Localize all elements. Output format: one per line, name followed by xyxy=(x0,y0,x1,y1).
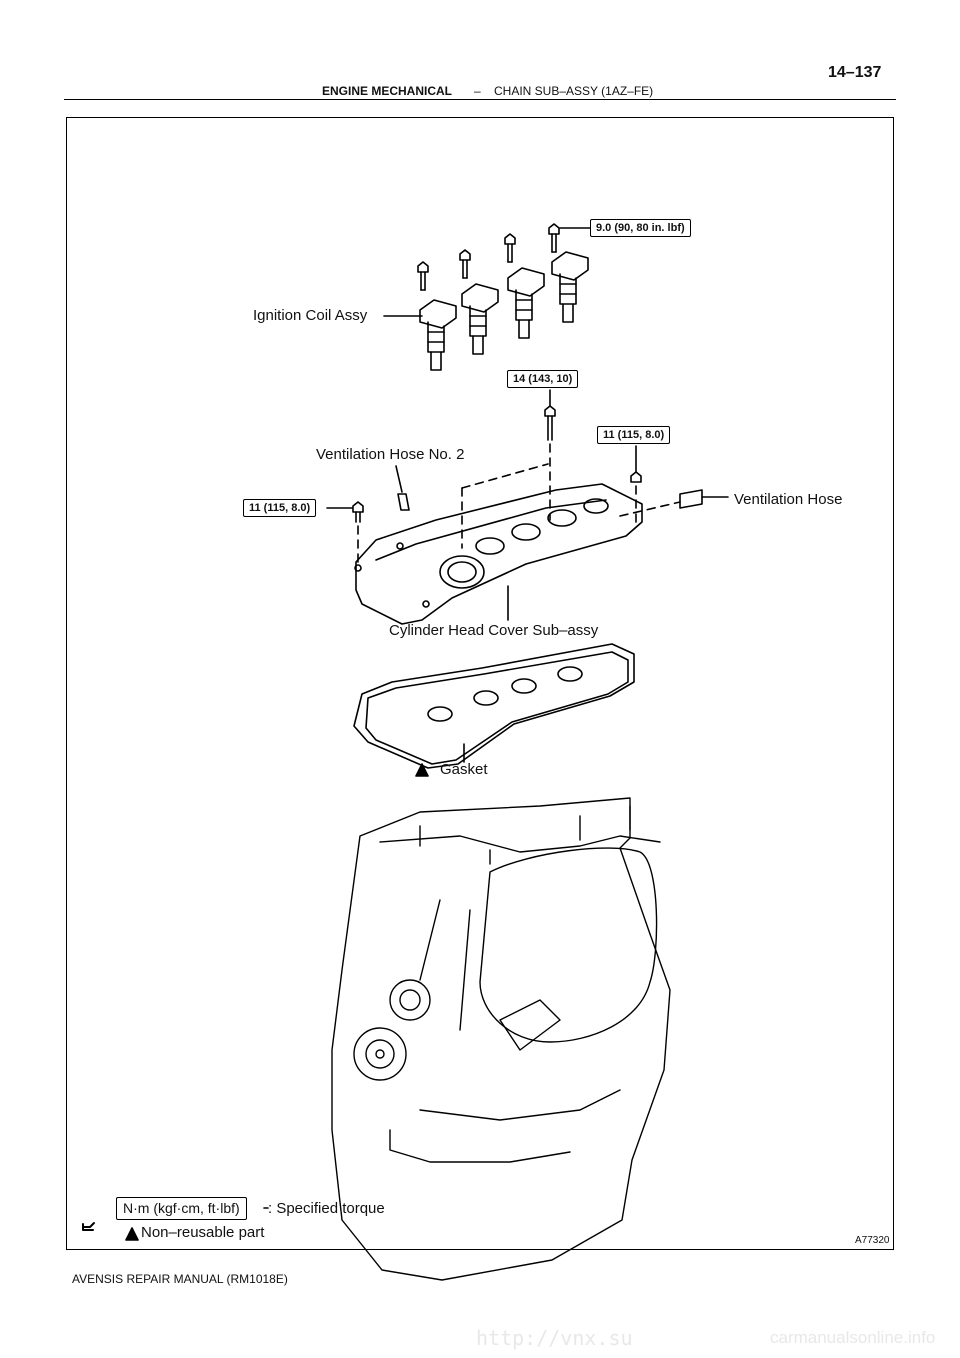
ventilation-hose-2-label: Ventilation Hose No. 2 xyxy=(316,446,465,463)
ignition-coil xyxy=(551,251,589,323)
page-number: 14–137 xyxy=(828,64,882,81)
header-subsection: CHAIN SUB–ASSY (1AZ–FE) xyxy=(494,84,654,98)
torque-unit-legend-desc: : Specified torque xyxy=(268,1200,385,1217)
watermark-url[interactable]: http://vnx.su xyxy=(476,1326,633,1350)
illustration-frame xyxy=(66,117,894,1250)
coil-bolt xyxy=(548,223,560,253)
coil-bolt xyxy=(504,233,516,263)
engine-block xyxy=(331,797,671,1281)
ignition-coil xyxy=(507,267,545,339)
header-separator: – xyxy=(474,84,481,98)
torque-callout-left-bolt: 11 (115, 8.0) xyxy=(243,499,317,517)
gasket-label: Gasket xyxy=(440,761,488,778)
torque-unit-legend-box: N·m (kgf·cm, ft·lbf) xyxy=(116,1197,247,1220)
manual-footer: AVENSIS REPAIR MANUAL (RM1018E) xyxy=(72,1272,288,1286)
ignition-coil-label: Ignition Coil Assy xyxy=(253,307,368,324)
non-reusable-legend: Non–reusable part xyxy=(141,1224,265,1241)
watermark-site[interactable]: carmanualsonline.info xyxy=(770,1328,936,1347)
cylinder-head-cover xyxy=(354,483,643,625)
figure-id: A77320 xyxy=(855,1235,890,1246)
coil-bolt xyxy=(417,261,429,291)
cylinder-head-cover-label: Cylinder Head Cover Sub–assy xyxy=(389,622,599,639)
torque-callout-center-bolt: 14 (143, 10) xyxy=(507,370,579,388)
ventilation-hose-label: Ventilation Hose xyxy=(734,491,843,508)
header-section: ENGINE MECHANICAL xyxy=(322,84,453,98)
header-rule xyxy=(64,99,896,100)
gasket-outline xyxy=(353,643,635,769)
torque-callout-right-nut: 11 (115, 8.0) xyxy=(597,426,671,444)
coil-bolt xyxy=(459,249,471,279)
ignition-coil xyxy=(461,283,499,355)
torque-callout-coil: 9.0 (90, 80 in. lbf) xyxy=(590,219,691,237)
ignition-coil xyxy=(419,299,457,371)
